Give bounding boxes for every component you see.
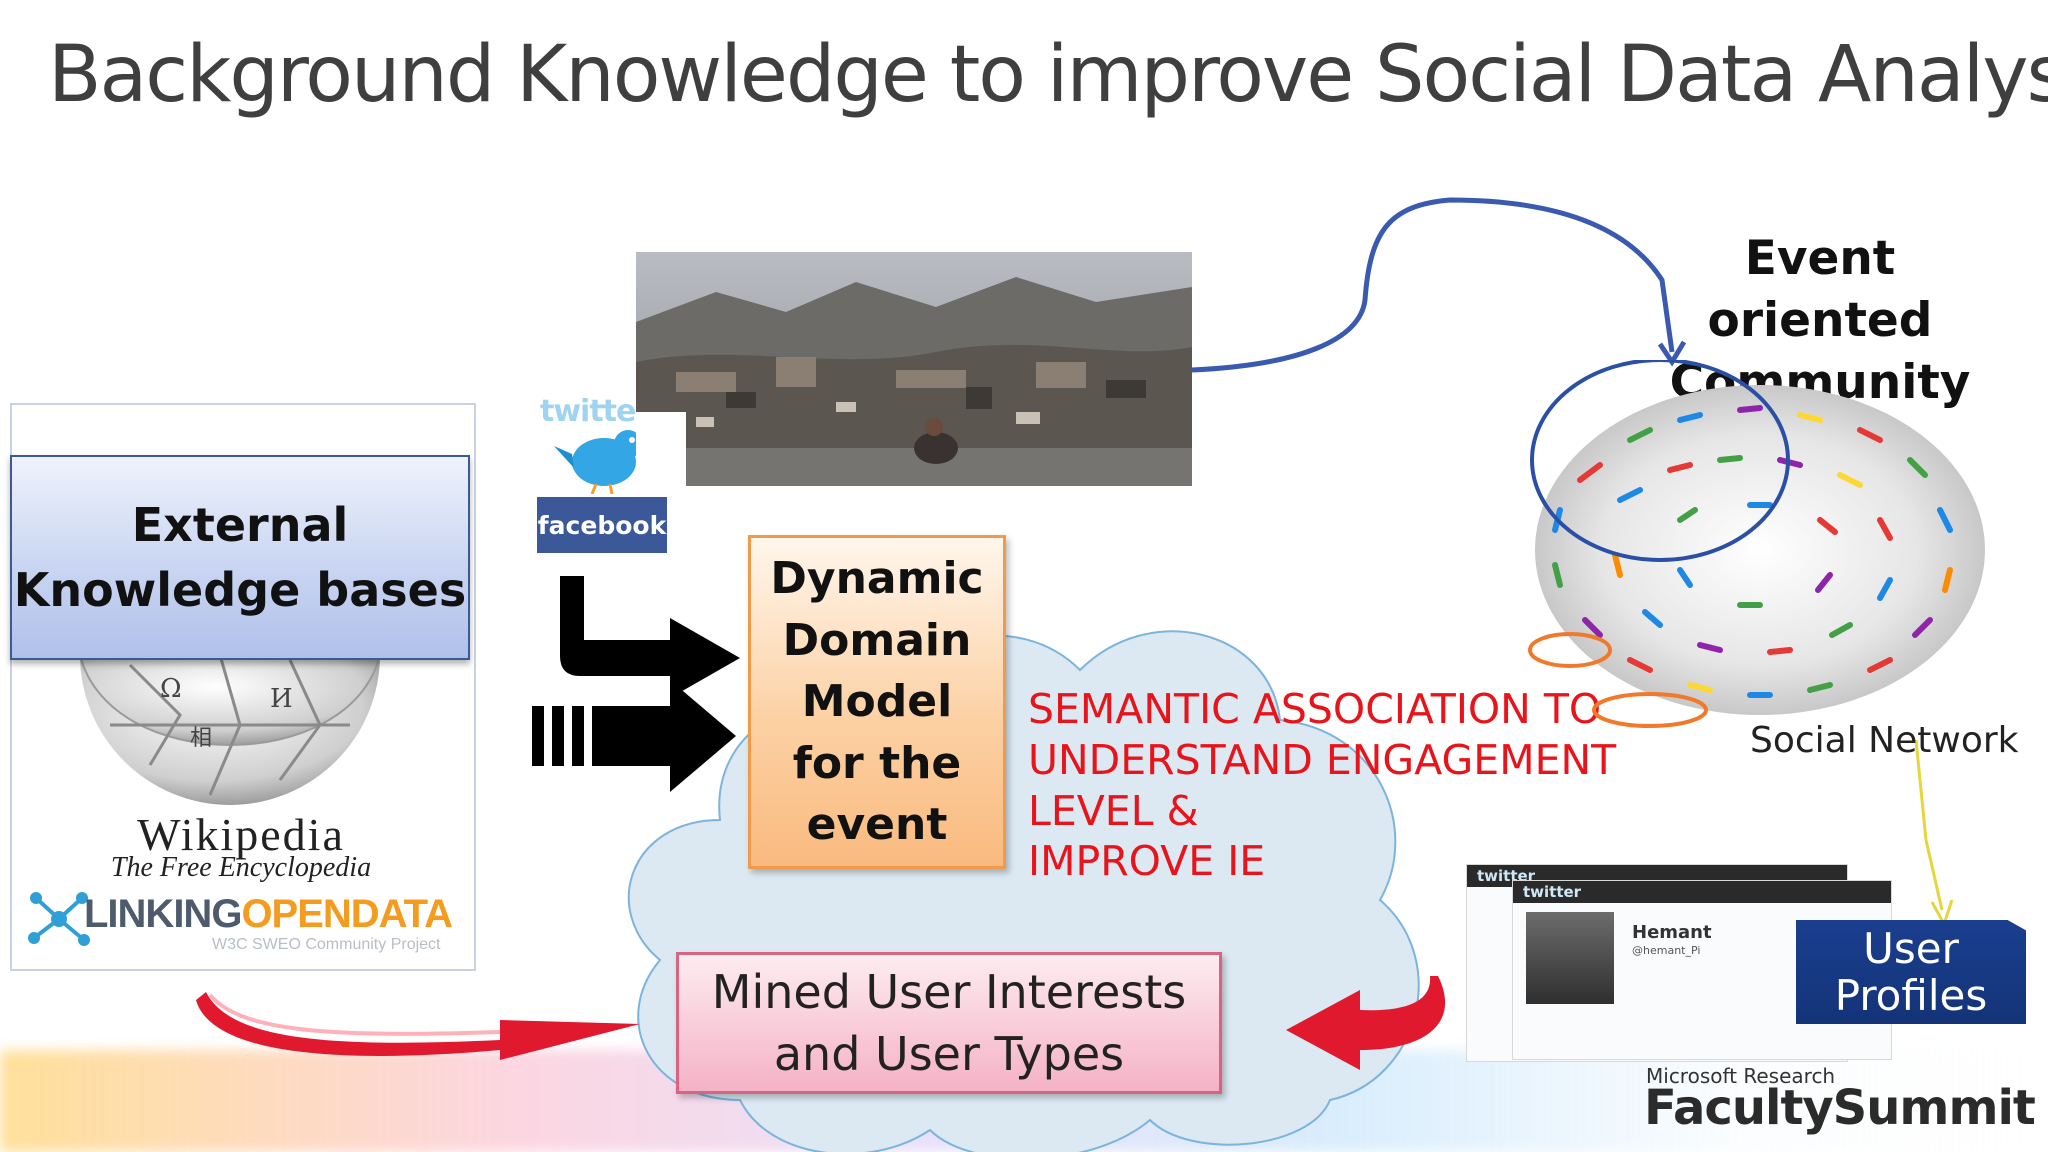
facebook-logo: facebook — [537, 497, 667, 553]
event-community-title: Event oriented Community — [1669, 231, 1971, 411]
mined-user-interests-label: Mined User Interests and User Types — [711, 964, 1187, 1081]
svg-text:Ω: Ω — [160, 674, 182, 704]
user-profiles-box: User Profiles — [1796, 920, 2026, 1024]
social-network-label: Social Network — [1750, 720, 2019, 761]
linking-open-data-logo: LINKINGOPENDATA — [84, 892, 453, 937]
wikipedia-globe-icon: Ω И 相 — [79, 655, 381, 805]
lod-text-part2: OPENDATA — [241, 892, 453, 936]
orange-highlight-1 — [1528, 632, 1612, 668]
disaster-photo — [636, 252, 1192, 486]
external-knowledge-box: External Knowledge bases — [10, 455, 470, 660]
social-network-graph — [1528, 360, 1985, 728]
linked-data-icon — [28, 892, 90, 946]
svg-text:相: 相 — [190, 726, 212, 751]
mined-user-interests-box: Mined User Interests and User Types — [676, 952, 1222, 1094]
profile-avatar — [1526, 912, 1614, 1004]
profile-handle: @hemant_Pi — [1632, 944, 1701, 957]
microsoft-research-label: Microsoft Research — [1646, 1064, 1836, 1088]
lod-subtitle: W3C SWEO Community Project — [212, 936, 441, 953]
curved-blue-arrow — [1191, 197, 1675, 373]
twitter-bird-icon — [554, 430, 652, 494]
lod-text-part1: LINKING — [84, 892, 242, 936]
external-knowledge-label: External Knowledge bases — [13, 498, 467, 617]
faculty-summit-logo: FacultySummit — [1644, 1080, 2036, 1136]
red-arrow-right — [196, 992, 640, 1060]
orange-highlight-2 — [1592, 692, 1708, 728]
twitter-logo-text: twitter — [540, 394, 650, 429]
red-arrow-left — [1286, 976, 1446, 1070]
black-elbow-arrow — [560, 576, 740, 698]
user-profiles-label: User Profiles — [1834, 923, 1988, 1020]
twitter-bar-logo-front: twitter — [1523, 883, 1582, 901]
dynamic-domain-model-label: Dynamic Domain Model for the event — [770, 553, 984, 851]
community-highlight-circle — [1530, 360, 1790, 562]
wikipedia-name: Wikipedia — [137, 809, 345, 860]
black-dashed-arrow — [532, 680, 736, 792]
svg-text:И: И — [270, 684, 293, 714]
slide-title: Background Knowledge to improve Social D… — [48, 30, 2048, 120]
wikipedia-tagline: The Free Encyclopedia — [110, 852, 372, 883]
yellow-arrow — [1914, 739, 1944, 911]
semantic-association-note: SEMANTIC ASSOCIATION TO UNDERSTAND ENGAG… — [1028, 685, 1617, 886]
profile-name: Hemant — [1632, 922, 1712, 943]
dynamic-domain-model-box: Dynamic Domain Model for the event — [748, 535, 1006, 869]
